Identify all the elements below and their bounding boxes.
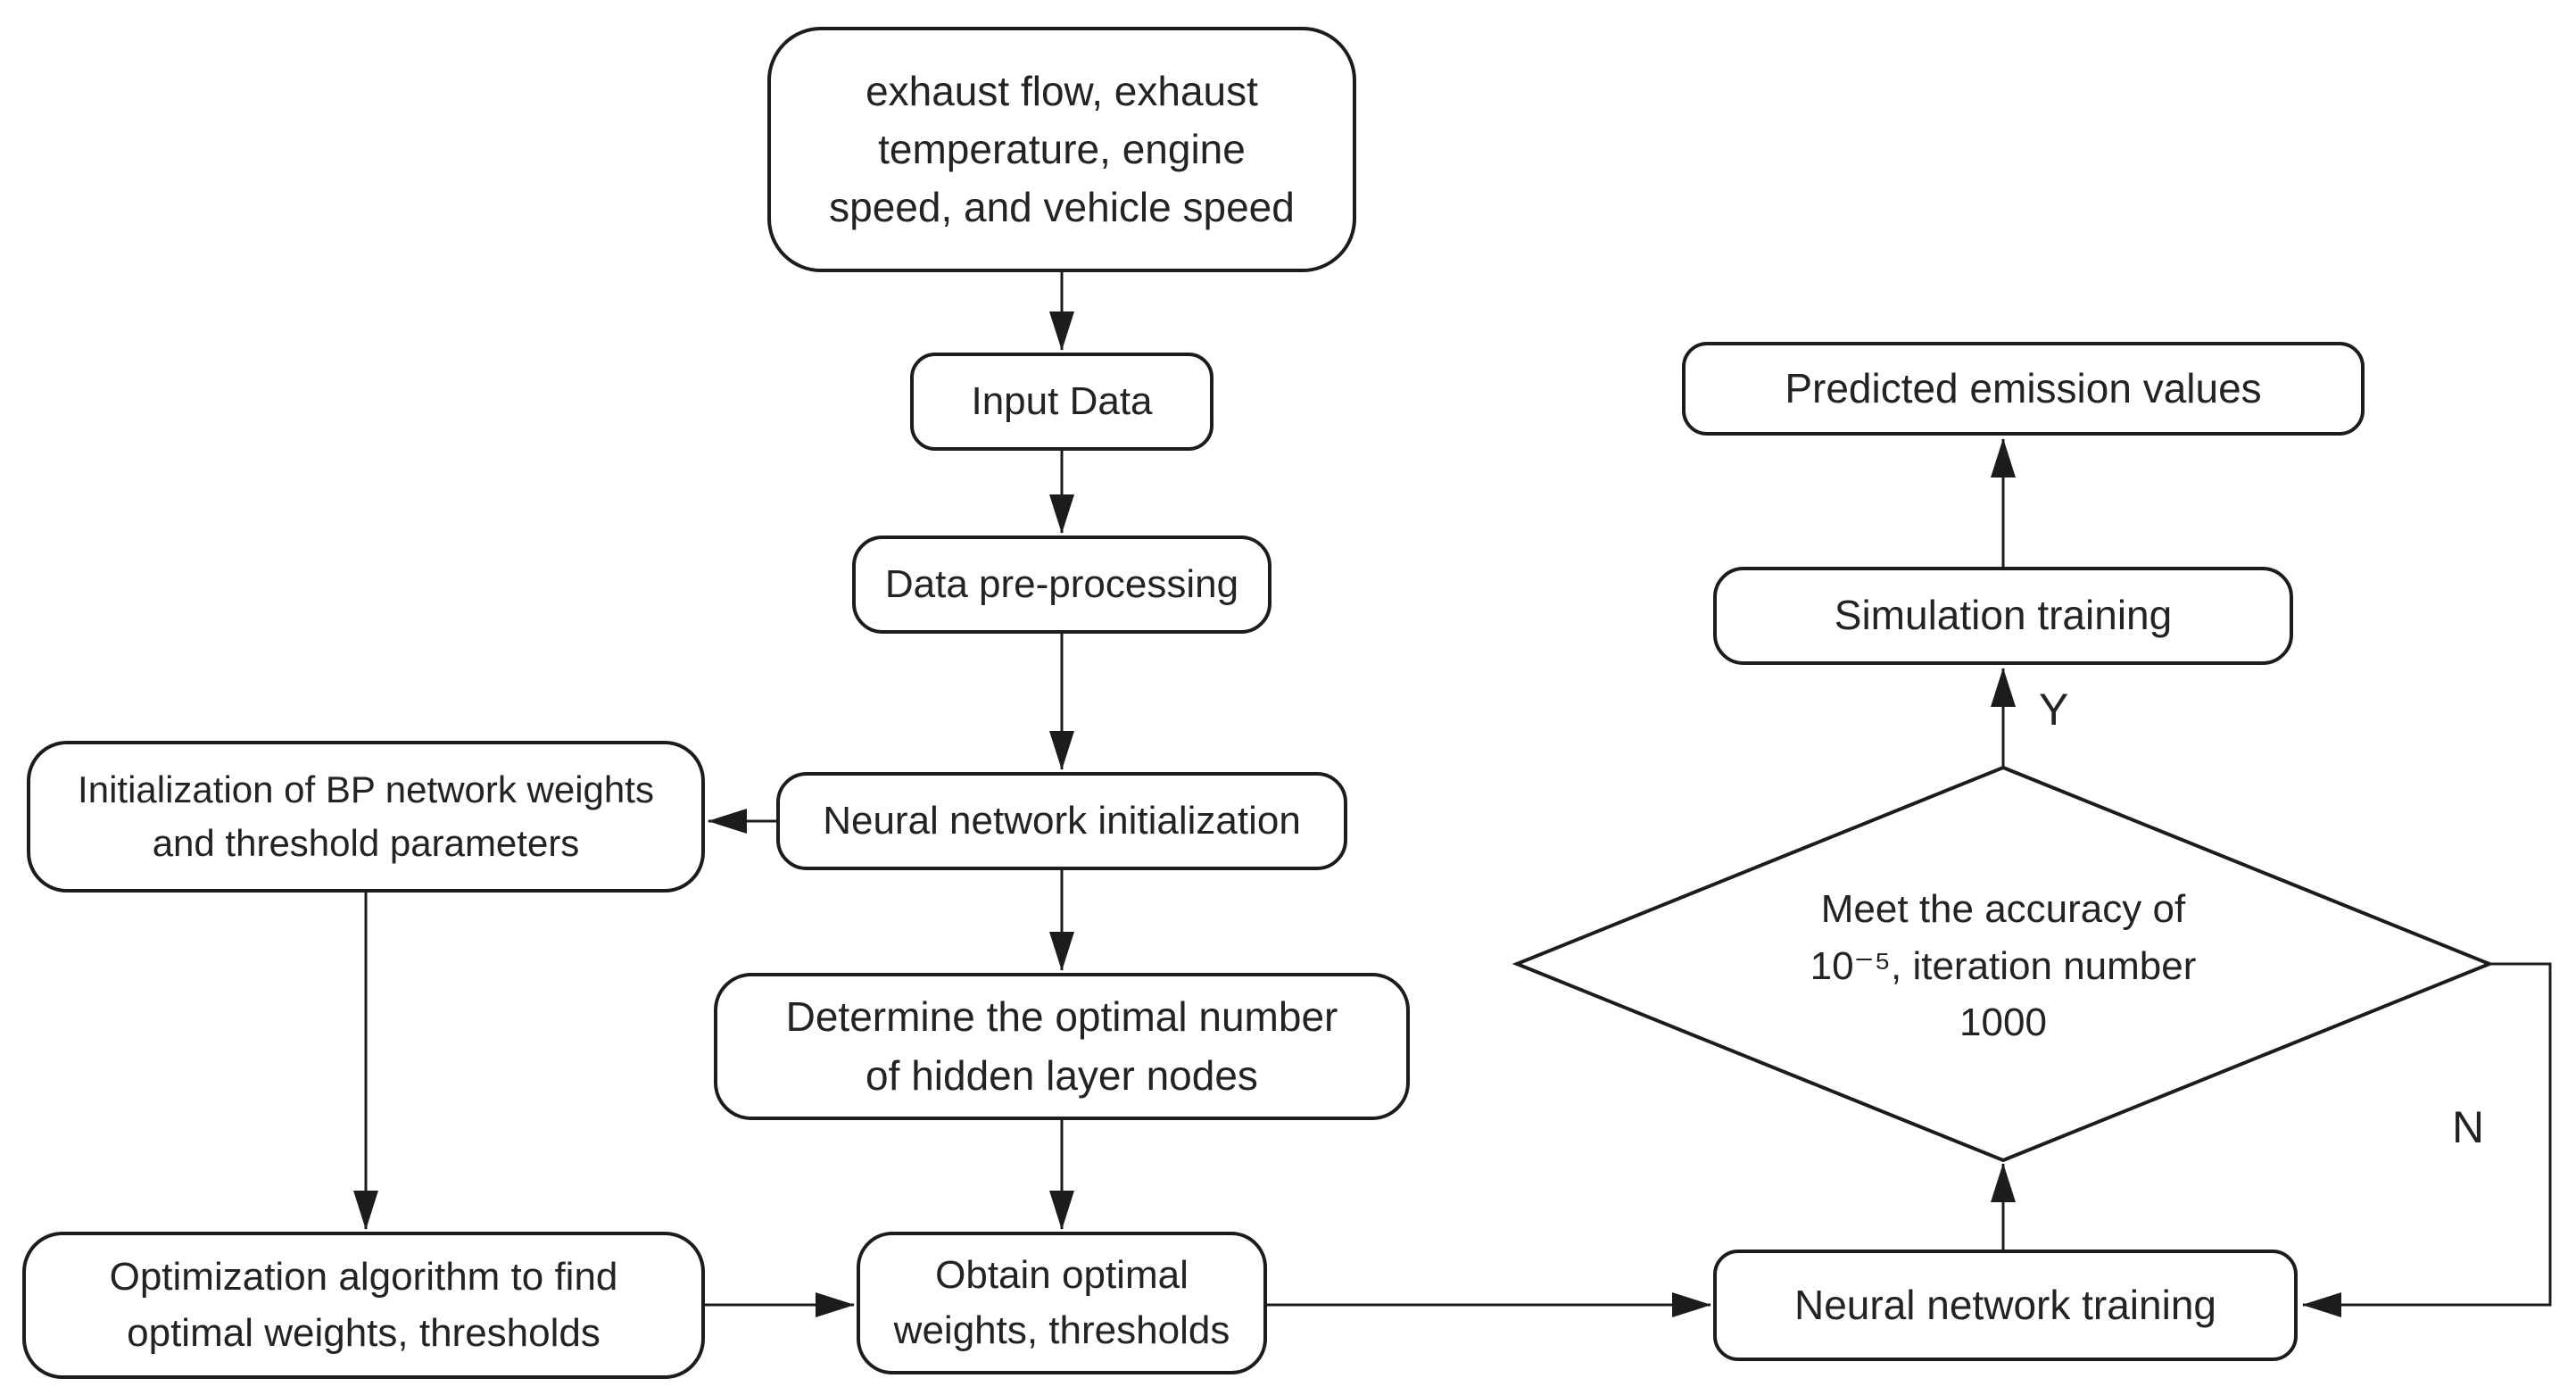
node-input-params: exhaust flow, exhaust temperature, engin… — [767, 27, 1356, 272]
node-data-preprocessing: Data pre-processing — [852, 536, 1271, 634]
node-hidden-layer-nodes-label: Determine the optimal number of hidden l… — [785, 993, 1338, 1099]
node-accuracy-decision-label: Meet the accuracy of 10⁻⁵, iteration num… — [1810, 886, 2197, 1045]
edge-label-yes: Y — [2039, 685, 2069, 735]
node-predicted-emissions: Predicted emission values — [1682, 342, 2365, 436]
node-input-data: Input Data — [910, 353, 1213, 451]
decision-diamond-shape — [1512, 765, 2495, 1163]
node-predicted-emissions-label: Predicted emission values — [1785, 364, 2262, 411]
node-simulation-training: Simulation training — [1713, 567, 2293, 665]
node-input-data-label: Input Data — [971, 378, 1153, 423]
node-bp-initialization: Initialization of BP network weights and… — [27, 741, 705, 893]
node-input-params-label: exhaust flow, exhaust temperature, engin… — [829, 67, 1295, 231]
edge-decision-to-nntraining-N — [2302, 962, 2552, 1317]
edge-label-no: N — [2452, 1102, 2485, 1152]
node-nn-training-label: Neural network training — [1793, 1281, 2216, 1328]
node-nn-initialization: Neural network initialization — [776, 772, 1347, 870]
node-optimization-algorithm-label: Optimization algorithm to find optimal w… — [109, 1255, 618, 1355]
node-accuracy-decision-label-box: Meet the accuracy of 10⁻⁵, iteration num… — [1753, 879, 2253, 1053]
node-nn-training: Neural network training — [1713, 1250, 2298, 1361]
node-hidden-layer-nodes: Determine the optimal number of hidden l… — [714, 973, 1410, 1120]
node-obtain-weights-label: Obtain optimal weights, thresholds — [893, 1252, 1230, 1352]
node-data-preprocessing-label: Data pre-processing — [884, 561, 1239, 606]
node-optimization-algorithm: Optimization algorithm to find optimal w… — [22, 1232, 705, 1379]
node-nn-initialization-label: Neural network initialization — [823, 798, 1301, 843]
node-obtain-weights: Obtain optimal weights, thresholds — [857, 1232, 1267, 1374]
node-bp-initialization-label: Initialization of BP network weights and… — [78, 768, 654, 864]
node-simulation-training-label: Simulation training — [1834, 592, 2173, 639]
